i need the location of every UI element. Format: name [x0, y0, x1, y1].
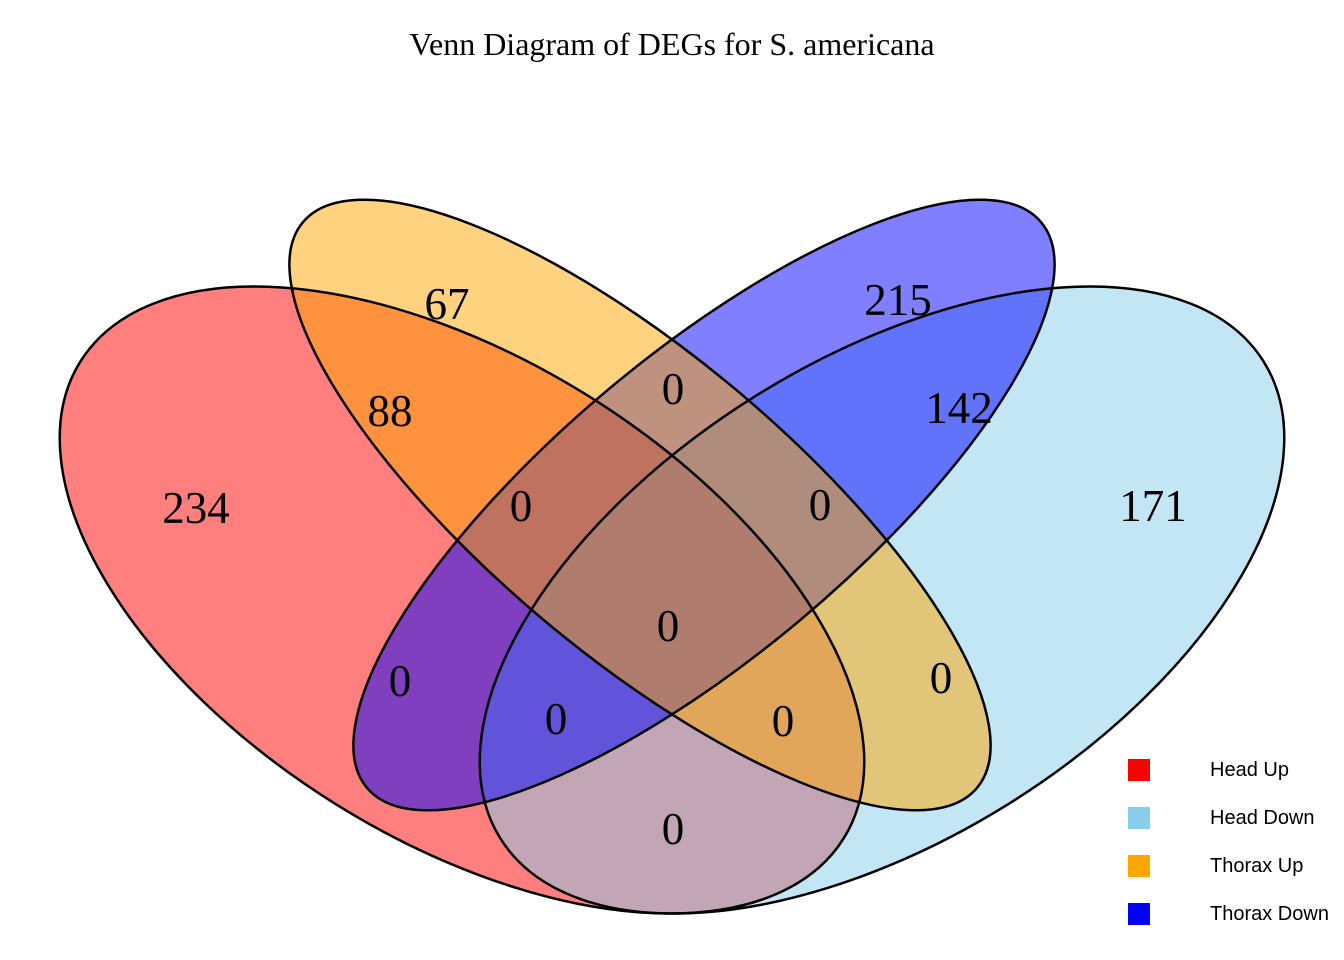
- chart-title: Venn Diagram of DEGs for S. americana: [409, 26, 934, 62]
- venn-outline-thorax-down: [352, 198, 1056, 812]
- region-count-headup-headdown: 0: [662, 804, 685, 854]
- region-count-thoraxup-thoraxdown: 0: [662, 364, 685, 414]
- venn-set-ellipse-thorax-up: [289, 199, 991, 811]
- region-count-thorax-up-only: 67: [425, 279, 470, 329]
- legend-item-thorax-down: Thorax Down: [1128, 903, 1329, 925]
- region-count-headup-thoraxdown-headdown: 0: [545, 694, 568, 744]
- legend-item-thorax-up: Thorax Up: [1128, 855, 1303, 877]
- legend-swatch-head-down-icon: [1128, 807, 1150, 829]
- legend-label-head-down: Head Down: [1210, 807, 1315, 829]
- region-count-headup-thoraxup-thoraxdown: 0: [510, 481, 533, 531]
- legend-swatch-thorax-down-icon: [1128, 903, 1150, 925]
- legend-item-head-down: Head Down: [1128, 807, 1315, 829]
- legend-swatch-thorax-up-icon: [1128, 855, 1150, 877]
- legend-swatch-head-up-icon: [1128, 759, 1150, 781]
- legend-label-head-up: Head Up: [1210, 759, 1289, 781]
- region-count-headup-thoraxup-headdown: 0: [772, 696, 795, 746]
- region-count-thoraxup-headdown: 0: [930, 653, 953, 703]
- region-count-headup-thoraxdown: 0: [389, 656, 412, 706]
- legend: Head Up Head Down Thorax Up Thorax Down: [1128, 759, 1329, 925]
- venn-ellipse-fills: [59, 199, 1285, 914]
- venn-outline-thorax-up: [288, 198, 992, 812]
- region-count-headup-thoraxup: 88: [368, 386, 413, 436]
- venn-outline-head-down: [478, 285, 1286, 915]
- legend-item-head-up: Head Up: [1128, 759, 1289, 781]
- region-count-head-up-only: 234: [162, 483, 230, 533]
- venn-ellipse-outlines: [58, 198, 1286, 915]
- region-count-thoraxdown-headdown: 142: [925, 383, 993, 433]
- venn-outline-head-up: [58, 285, 866, 915]
- region-count-thorax-down-only: 215: [864, 275, 932, 325]
- venn-region-counts: 234 67 215 171 88 142 0 0 0 0 0 0 0 0 0: [162, 275, 1187, 854]
- region-count-head-down-only: 171: [1119, 481, 1187, 531]
- region-count-all-four: 0: [657, 601, 680, 651]
- legend-label-thorax-up: Thorax Up: [1210, 855, 1303, 877]
- legend-label-thorax-down: Thorax Down: [1210, 903, 1329, 925]
- region-count-thoraxup-thoraxdown-headdown: 0: [809, 480, 832, 530]
